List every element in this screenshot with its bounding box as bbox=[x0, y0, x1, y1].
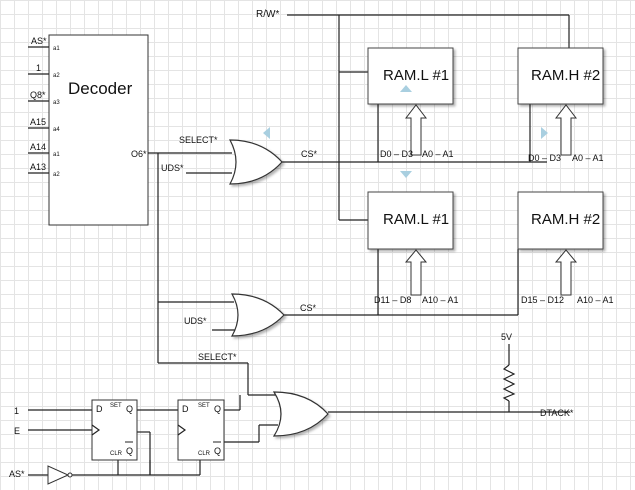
bus-arrow-bottom-left bbox=[404, 249, 428, 296]
ff1-clock-icon bbox=[91, 424, 101, 436]
ram-addr-l1-bottom: A10 – A1 bbox=[422, 295, 459, 305]
ram-block-l1-bottom: RAM.L #1 bbox=[367, 191, 454, 250]
cs-label-bottom: CS* bbox=[300, 303, 317, 313]
decoder-input-wires bbox=[28, 46, 49, 174]
selection-markers bbox=[263, 85, 548, 178]
ram-data-l1-bottom: D11 – D8 bbox=[374, 295, 411, 305]
decoder-input-as: AS* bbox=[31, 36, 47, 46]
as-buffer bbox=[47, 465, 73, 485]
decoder-pin-4: a4 bbox=[53, 127, 60, 133]
ram-block-h2-top: RAM.H #2 bbox=[517, 47, 604, 105]
decoder-input-one: 1 bbox=[36, 63, 41, 73]
decoder-pin-2: a2 bbox=[53, 73, 60, 79]
inverter-bubble-icon bbox=[67, 472, 73, 478]
decoder-input-a13: A13 bbox=[30, 162, 46, 172]
decoder-block: Decoder O6* bbox=[48, 34, 149, 226]
decoder-pin-6: a2 bbox=[53, 172, 60, 178]
select-label-bottom: SELECT* bbox=[198, 352, 237, 362]
dtack-label: DTACK* bbox=[540, 408, 574, 418]
ff2-set-label: SET bbox=[198, 403, 210, 409]
vcc-label: 5V bbox=[501, 332, 512, 342]
ram-title-h2-top: RAM.H #2 bbox=[531, 67, 600, 84]
uds-label-bottom: UDS* bbox=[184, 316, 207, 326]
select-label-top: SELECT* bbox=[179, 135, 218, 145]
ram-data-h2-bottom: D15 – D12 bbox=[521, 295, 564, 305]
ram-addr-h2-bottom: A10 – A1 bbox=[577, 295, 614, 305]
ram-data-h2-top: D0 – D3 bbox=[528, 153, 561, 163]
flip-flop-1: D SET Q CLR Q bbox=[91, 399, 138, 461]
decoder-input-a14: A14 bbox=[30, 142, 46, 152]
marker-left-icon bbox=[263, 127, 270, 139]
ram-block-h2-bottom: RAM.H #2 bbox=[517, 191, 604, 250]
or-gate-dtack bbox=[272, 391, 329, 437]
decoder-title: Decoder bbox=[68, 79, 133, 98]
bus-arrow-top-left bbox=[404, 104, 428, 156]
resistor-icon bbox=[502, 364, 516, 402]
ff2-clock-icon bbox=[177, 424, 187, 436]
cs-label-top: CS* bbox=[301, 149, 318, 159]
ram-title-h2-bottom: RAM.H #2 bbox=[531, 211, 600, 228]
ff-input-e-label: E bbox=[14, 426, 20, 436]
uds-label-top: UDS* bbox=[161, 163, 184, 173]
ram-title-l1-top: RAM.L #1 bbox=[383, 67, 449, 84]
ff1-clr-label: CLR bbox=[110, 451, 123, 457]
rw-label: R/W* bbox=[256, 9, 279, 20]
or-gate-top bbox=[228, 139, 283, 185]
decoder-input-q8: Q8* bbox=[30, 90, 46, 100]
ff1-set-label: SET bbox=[110, 403, 122, 409]
ram-addr-l1-top: A0 – A1 bbox=[422, 149, 454, 159]
ff2-q-label: Q bbox=[214, 404, 221, 414]
wires bbox=[28, 14, 570, 476]
ff1-d-label: D bbox=[96, 404, 103, 414]
ff-input-one-label: 1 bbox=[14, 406, 19, 416]
marker-down-icon bbox=[400, 171, 412, 178]
ff2-qbar-label: Q bbox=[214, 446, 221, 456]
ram-title-l1-bottom: RAM.L #1 bbox=[383, 211, 449, 228]
decoder-pin-3: a3 bbox=[53, 100, 60, 106]
ff2-clr-label: CLR bbox=[198, 451, 211, 457]
decoder-pin-5: a1 bbox=[53, 152, 60, 158]
as-input-label: AS* bbox=[9, 469, 25, 479]
decoder-input-a15: A15 bbox=[30, 117, 46, 127]
decoder-output-label: O6* bbox=[131, 149, 147, 159]
bus-labels: D0 – D3 A0 – A1 D0 – D3 A0 – A1 D11 – D8… bbox=[374, 149, 614, 305]
bus-arrow-bottom-right bbox=[554, 249, 578, 296]
ram-data-l1-top: D0 – D3 bbox=[380, 149, 413, 159]
bus-arrows bbox=[404, 104, 578, 296]
decoder-pin-1: a1 bbox=[53, 46, 60, 52]
flip-flop-2: D SET Q CLR Q bbox=[177, 399, 225, 461]
or-gate-bottom bbox=[230, 293, 285, 337]
ff1-qbar-label: Q bbox=[126, 446, 133, 456]
bus-arrow-top-right bbox=[554, 104, 578, 156]
ram-addr-h2-top: A0 – A1 bbox=[572, 153, 604, 163]
decoder-input-labels: AS* 1 Q8* A15 A14 A13 a1 a2 a3 a4 a1 a2 bbox=[30, 36, 60, 178]
buffer-triangle-icon bbox=[47, 465, 70, 485]
ff2-d-label: D bbox=[182, 404, 189, 414]
signal-labels: R/W* SELECT* UDS* CS* UDS* CS* SELECT* 5… bbox=[9, 9, 574, 479]
marker-up-icon bbox=[400, 85, 412, 92]
ff1-q-label: Q bbox=[126, 404, 133, 414]
ram-block-l1-top: RAM.L #1 bbox=[367, 47, 454, 105]
marker-right-icon bbox=[541, 127, 548, 139]
